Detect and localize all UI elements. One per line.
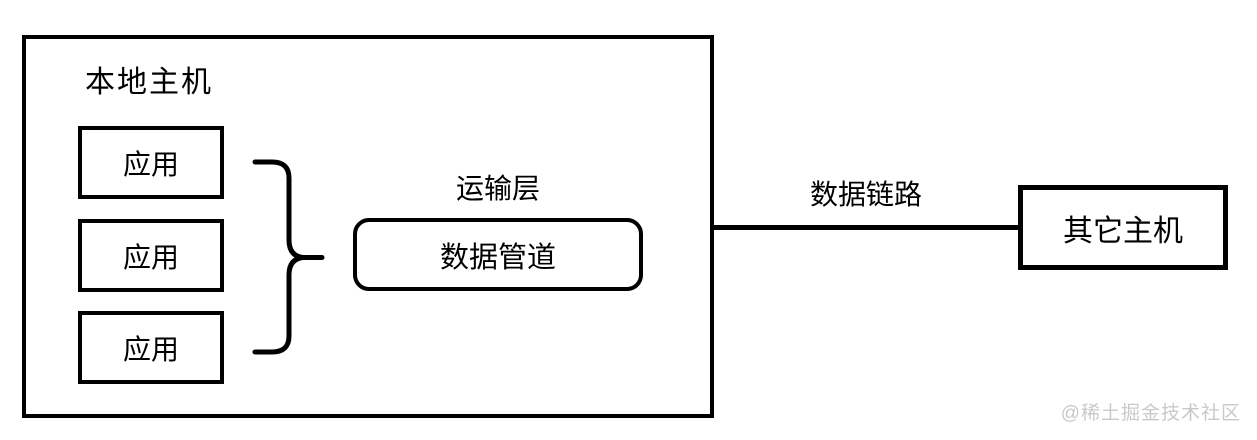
data-link-line — [714, 225, 1018, 230]
app-box-2-label: 应用 — [122, 241, 179, 273]
transport-layer-label: 运输层 — [455, 173, 540, 204]
app-box-2: 应用 — [78, 219, 224, 292]
data-pipe-box: 数据管道 — [353, 218, 643, 291]
local-host-label: 本地主机 — [85, 66, 213, 99]
app-box-3-label: 应用 — [122, 333, 179, 365]
app-box-3: 应用 — [78, 311, 224, 384]
app-box-1-label: 应用 — [122, 148, 179, 180]
data-pipe-label: 数据管道 — [439, 241, 556, 274]
data-link-label: 数据链路 — [809, 179, 922, 210]
local-host-box: 本地主机 应用 应用 应用 运输层 数据管道 — [22, 35, 714, 418]
app-box-1: 应用 — [78, 126, 224, 199]
remote-host-label: 其它主机 — [1063, 214, 1183, 248]
watermark: @稀土掘金技术社区 — [1060, 403, 1241, 424]
remote-host-box: 其它主机 — [1018, 185, 1228, 270]
